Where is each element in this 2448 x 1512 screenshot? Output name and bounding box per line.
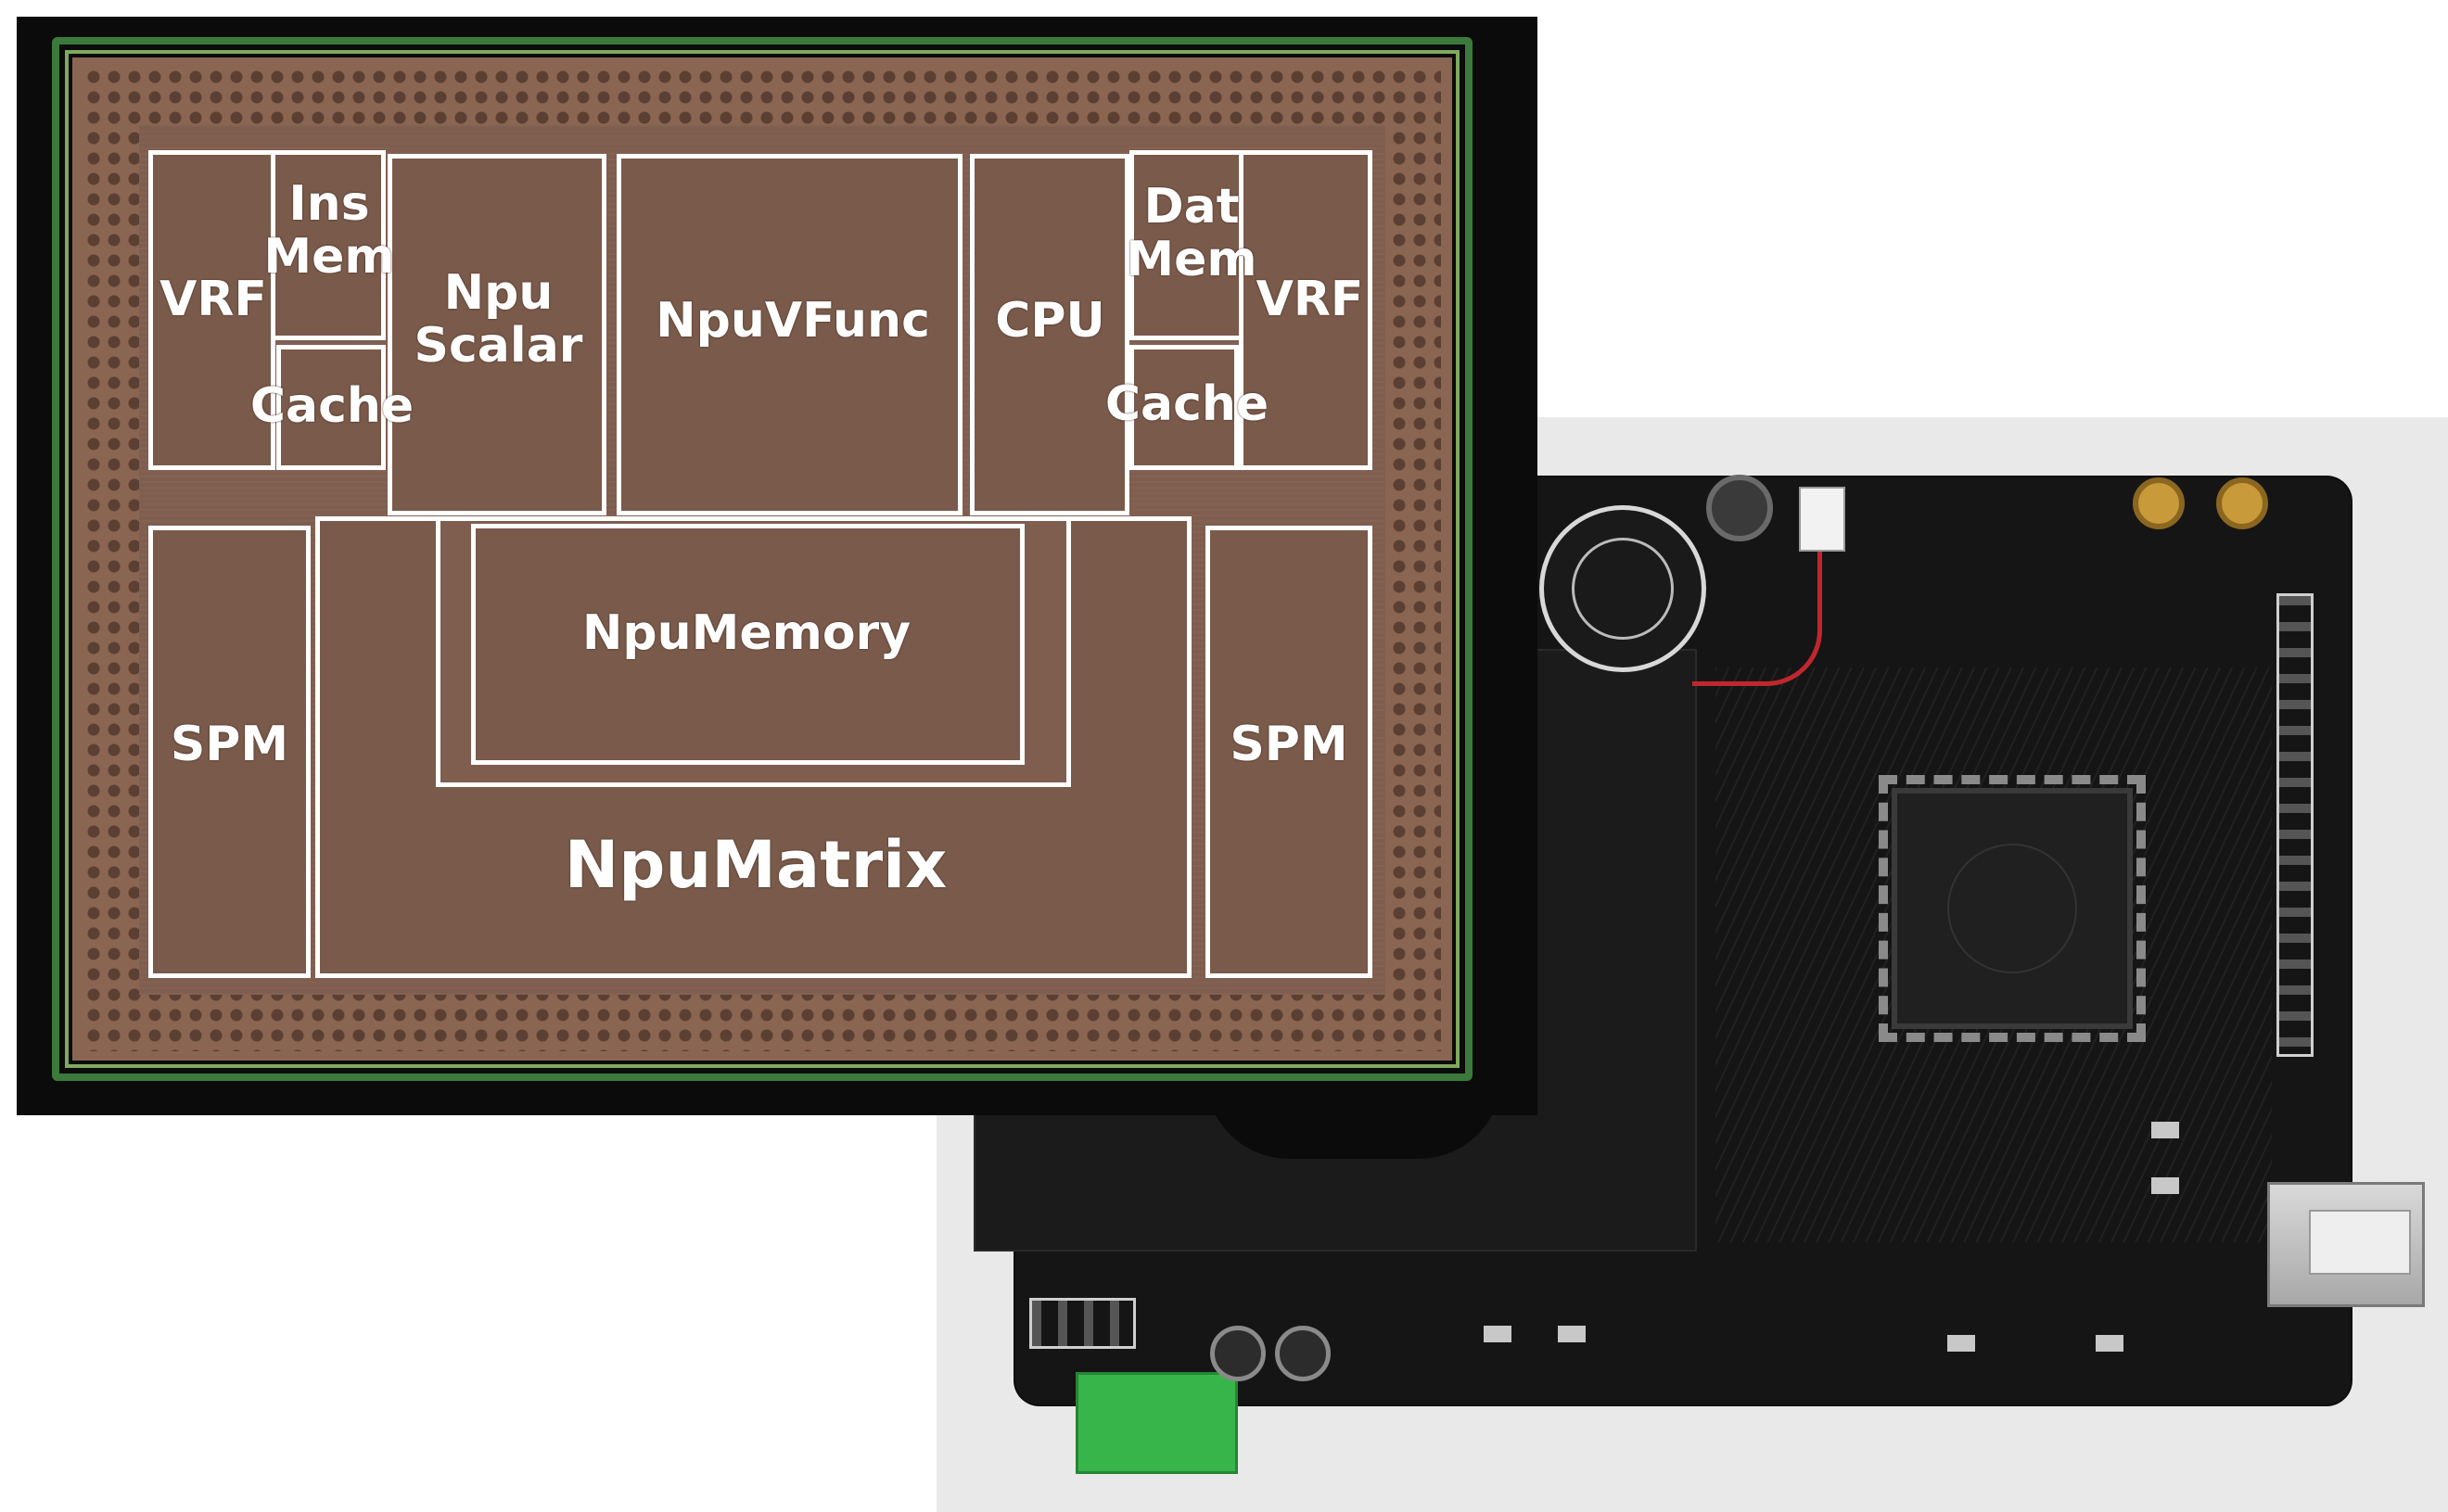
block-dat-mem [1129,150,1244,340]
label-npu-matrix: NpuMatrix [564,827,948,903]
smd-component [1484,1326,1511,1342]
university-seal-logo [1539,505,1706,672]
power-terminal-block [1076,1372,1238,1474]
label-spm-left: SPM [170,717,289,772]
label-cache-right: Cache [1104,376,1269,432]
chip-logo-mark [1947,844,2077,973]
wire-connector [1799,487,1845,552]
university-seal-inner [1572,538,1674,640]
block-cpu [970,154,1129,515]
label-npu-memory: NpuMemory [581,605,912,661]
block-vrf-right [1239,150,1372,470]
label-dat-mem: Dat Mem [1126,179,1257,288]
smd-component [1947,1335,1975,1352]
block-cache-right [1129,345,1239,470]
electrolytic-capacitor-1 [1210,1326,1266,1381]
smd-component [2151,1177,2179,1194]
electrolytic-capacitor-2 [1275,1326,1331,1381]
sma-connector-2 [2216,477,2268,529]
block-spm-right [1205,526,1372,978]
smd-component [1558,1326,1586,1342]
smd-component [2096,1335,2123,1352]
usb-port-tongue [2309,1210,2411,1275]
die-seal-ring-inner [65,50,1460,1068]
block-npu-scalar [388,154,606,515]
block-npu-vfunc [617,154,963,515]
label-cpu: CPU [995,293,1105,349]
block-npu-memory [471,524,1025,765]
label-npu-scalar: Npu Scalar [414,265,583,375]
block-cache-left [276,345,386,470]
smd-component [2151,1122,2179,1138]
pin-header-left [1029,1298,1136,1349]
label-vrf-right: VRF [1256,272,1364,327]
power-wire [1692,519,1822,686]
pin-header-right [2276,593,2314,1057]
block-ins-mem [271,150,386,340]
label-cache-left: Cache [249,378,414,434]
label-npu-vfunc: NpuVFunc [656,293,930,349]
label-vrf-left: VRF [159,272,267,327]
die-seal-ring-outer [52,37,1473,1081]
label-spm-right: SPM [1230,717,1348,772]
block-spm-left [148,526,311,978]
label-ins-mem: Ins Mem [263,176,395,286]
sma-connector-1 [2133,477,2185,529]
